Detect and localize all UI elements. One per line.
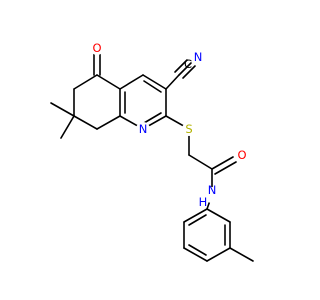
- bond-c8-c8a: [96, 115, 121, 130]
- bond-lines: [50, 53, 254, 262]
- bond-ar-6: [206, 208, 231, 223]
- bond-c4a-c4: [119, 74, 144, 90]
- bond-triple-2: [174, 59, 188, 73]
- ring-nitrogen-label: N: [139, 122, 148, 136]
- molecule-structure: O N S C N O N H: [50, 41, 254, 262]
- amide-nitrogen-label: N: [208, 183, 217, 197]
- bond-amide-o-2: [214, 161, 237, 175]
- bond-methyl-a: [50, 102, 75, 117]
- nitrile-carbon-label: C: [184, 57, 192, 71]
- amide-hydrogen-label: H: [199, 195, 208, 209]
- bond-c5-c6: [73, 74, 98, 90]
- bond-ar-4: [206, 247, 231, 262]
- bond-c3-cn: [165, 74, 180, 90]
- bond-triple-3: [182, 65, 196, 79]
- bond-ar-3-inner: [188, 244, 207, 256]
- bond-methyl-b: [60, 115, 75, 139]
- bond-c7-c8: [73, 115, 98, 130]
- bond-ar-3: [183, 247, 208, 262]
- bond-triple-1: [178, 62, 192, 76]
- bond-ar-1: [183, 208, 208, 223]
- bond-ch2-co: [188, 154, 213, 170]
- bond-ar-methyl: [229, 247, 254, 262]
- amide-oxygen-label: O: [237, 148, 246, 162]
- nitrile-nitrogen-label: N: [194, 50, 203, 64]
- bond-ar-1-inner: [188, 214, 207, 226]
- bond-c2-n1-inner: [143, 112, 162, 124]
- ketone-oxygen-label: O: [92, 41, 101, 55]
- bond-amide-o-1: [211, 156, 234, 170]
- bond-c5-c4a: [96, 74, 121, 90]
- sulfur-label: S: [185, 122, 192, 136]
- bond-c4-c3: [142, 74, 167, 90]
- bond-c4-c3-inner: [143, 80, 162, 93]
- atom-labels: O N S C N O N H: [90, 41, 249, 209]
